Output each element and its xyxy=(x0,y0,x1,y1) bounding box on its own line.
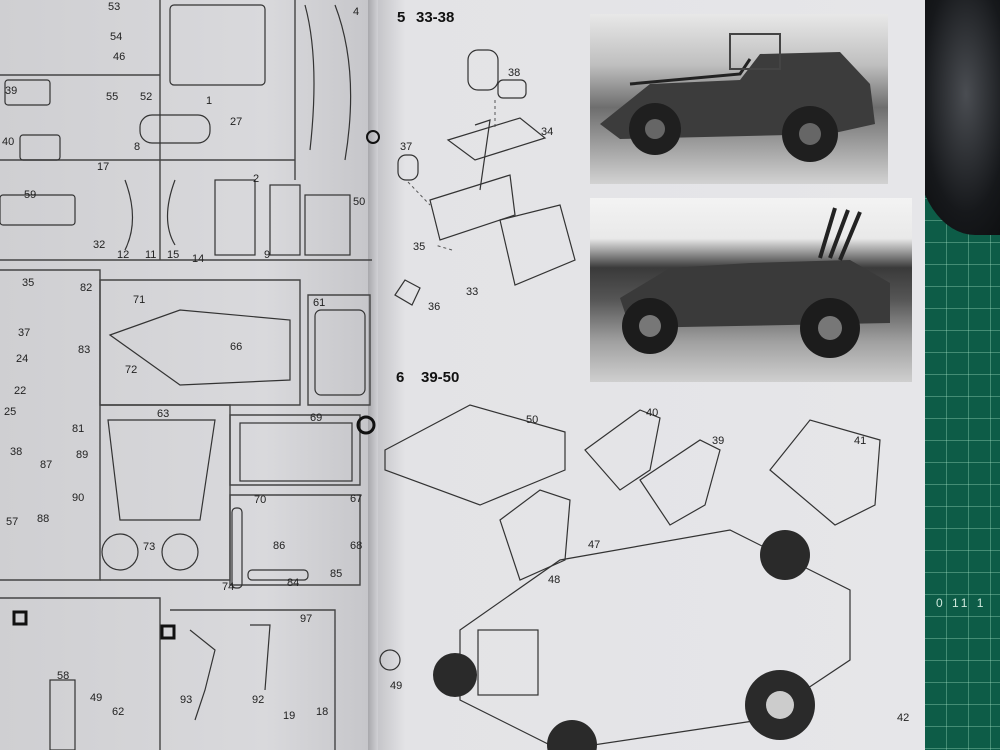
step-5-assembly-drawing: 38 34 37 35 33 36 xyxy=(394,49,576,313)
part-number: 83 xyxy=(78,344,90,356)
part-number: 8 xyxy=(134,141,140,153)
part-number: 1 xyxy=(206,95,212,107)
part-number: 17 xyxy=(97,161,109,173)
part-number: 37 xyxy=(18,327,30,339)
part-number: 68 xyxy=(350,540,362,552)
part-number: 81 xyxy=(72,423,84,435)
part-number: 73 xyxy=(143,541,155,553)
callout-number: 40 xyxy=(646,407,658,419)
part-number: 87 xyxy=(40,459,52,471)
part-number: 53 xyxy=(108,1,120,13)
mat-scale-numbers: 0 11 1 xyxy=(936,596,987,610)
sprue-frames xyxy=(0,0,372,750)
part-number: 27 xyxy=(230,116,242,128)
part-number: 72 xyxy=(125,364,137,376)
callout-number: 39 xyxy=(712,435,724,447)
callout-number: 33 xyxy=(466,286,478,298)
part-number: 25 xyxy=(4,406,16,418)
part-number: 18 xyxy=(316,706,328,718)
step-5-header: 5 33-38 xyxy=(397,9,454,26)
part-number: 70 xyxy=(254,494,266,506)
part-number: 50 xyxy=(353,196,365,208)
callout-number: 34 xyxy=(541,126,553,138)
part-number: 55 xyxy=(106,91,118,103)
callout-number: 48 xyxy=(548,574,560,586)
part-number: 54 xyxy=(110,31,122,43)
part-number: 12 xyxy=(117,249,129,261)
step-part-range: 33-38 xyxy=(416,9,454,26)
callout-number: 50 xyxy=(526,414,538,426)
part-number: 90 xyxy=(72,492,84,504)
part-number: 88 xyxy=(37,513,49,525)
part-number: 93 xyxy=(180,694,192,706)
part-number: 52 xyxy=(140,91,152,103)
sprue-parts xyxy=(0,4,380,750)
part-number: 32 xyxy=(93,239,105,251)
part-number: 4 xyxy=(353,6,359,18)
callout-number: 47 xyxy=(588,539,600,551)
step-6-header: 6 39-50 xyxy=(396,369,459,386)
part-number: 97 xyxy=(300,613,312,625)
part-number: 61 xyxy=(313,297,325,309)
part-number: 38 xyxy=(10,446,22,458)
part-number: 89 xyxy=(76,449,88,461)
part-number: 92 xyxy=(252,694,264,706)
part-number: 84 xyxy=(287,577,299,589)
part-number: 22 xyxy=(14,385,26,397)
booklet-spine xyxy=(368,0,378,750)
part-number: 15 xyxy=(167,249,179,261)
part-number: 35 xyxy=(22,277,34,289)
part-number: 59 xyxy=(24,189,36,201)
jeep-photo-side-view xyxy=(590,14,888,184)
callout-number: 41 xyxy=(854,435,866,447)
part-number: 71 xyxy=(133,294,145,306)
callout-number: 36 xyxy=(428,301,440,313)
callout-number: 35 xyxy=(413,241,425,253)
part-number: 24 xyxy=(16,353,28,365)
part-number: 14 xyxy=(192,253,204,265)
callout-number: 38 xyxy=(508,67,520,79)
part-number: 74 xyxy=(222,581,234,593)
callout-number: 42 xyxy=(897,712,909,724)
part-number: 63 xyxy=(157,408,169,420)
part-number: 39 xyxy=(5,85,17,97)
step-part-range: 39-50 xyxy=(421,369,459,386)
part-number: 49 xyxy=(90,692,102,704)
part-number: 67 xyxy=(350,493,362,505)
callout-number: 49 xyxy=(390,680,402,692)
sprue-part-numbers: 53 54 46 55 52 1 4 39 40 17 8 27 2 59 32… xyxy=(2,1,365,722)
part-number: 66 xyxy=(230,341,242,353)
callout-number: 37 xyxy=(400,141,412,153)
black-plastic-bag xyxy=(915,0,1000,235)
part-number: 40 xyxy=(2,136,14,148)
step-6-assembly-drawing: 50 40 39 41 47 48 49 42 xyxy=(379,404,909,750)
part-number: 62 xyxy=(112,706,124,718)
part-number: 2 xyxy=(253,173,259,185)
part-number: 86 xyxy=(273,540,285,552)
jeep-photo-with-gun xyxy=(590,198,912,382)
left-page-sprue-diagram xyxy=(0,0,380,750)
part-number: 9 xyxy=(264,249,270,261)
part-number: 57 xyxy=(6,516,18,528)
part-number: 69 xyxy=(310,412,322,424)
part-number: 85 xyxy=(330,568,342,580)
step-number: 5 xyxy=(397,9,405,26)
part-number: 19 xyxy=(283,710,295,722)
part-number: 82 xyxy=(80,282,92,294)
part-number: 46 xyxy=(113,51,125,63)
part-number: 11 xyxy=(145,249,156,261)
step-number: 6 xyxy=(396,369,404,386)
part-number: 58 xyxy=(57,670,69,682)
